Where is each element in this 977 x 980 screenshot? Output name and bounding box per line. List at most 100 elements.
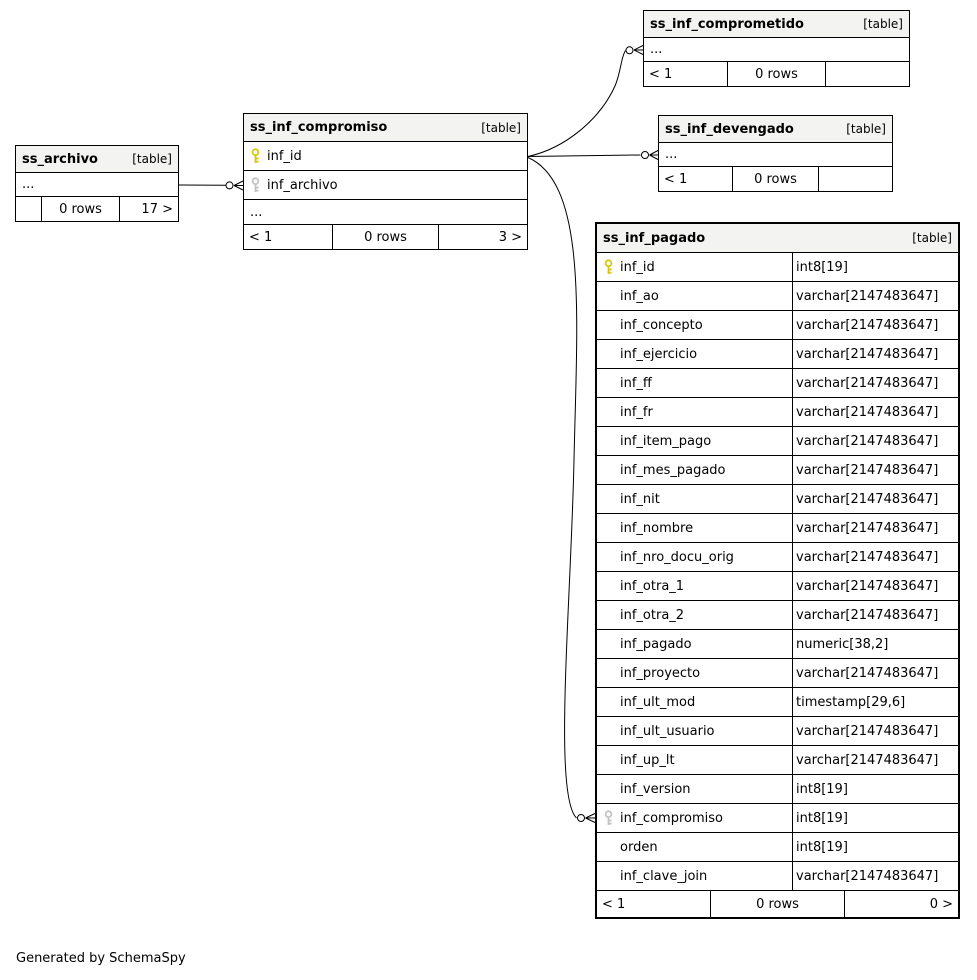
- column-type: timestamp[29,6]: [792, 688, 958, 716]
- zero-or-one-dot: [641, 151, 649, 159]
- column-name-cell: inf_ao: [597, 282, 792, 310]
- column-name-cell: inf_ff: [597, 369, 792, 397]
- table-header: ss_inf_comprometido [table]: [644, 11, 909, 38]
- table-name: ss_inf_devengado: [665, 121, 794, 137]
- column-name: inf_up_lt: [620, 752, 675, 768]
- column-type: varchar[2147483647]: [792, 311, 958, 339]
- related-tables-next: 17 >: [141, 201, 173, 217]
- column-row: inf_id: [244, 142, 527, 171]
- table-type-badge: [table]: [481, 120, 521, 135]
- table-node-ss_inf_comprometido[interactable]: ss_inf_comprometido [table] ... < 1 0 ro…: [643, 10, 910, 87]
- column-row: orden int8[19]: [597, 833, 958, 862]
- related-tables-prev: < 1: [649, 66, 673, 82]
- hidden-columns-ellipsis: ...: [644, 38, 909, 62]
- column-type: varchar[2147483647]: [792, 601, 958, 629]
- column-type: numeric[38,2]: [792, 630, 958, 658]
- column-name: inf_otra_1: [620, 578, 685, 594]
- table-header: ss_archivo [table]: [16, 146, 178, 173]
- table-name: ss_inf_compromiso: [250, 120, 388, 135]
- column-name-cell: inf_ult_mod: [597, 688, 792, 716]
- table-name: ss_inf_comprometido: [650, 16, 804, 32]
- column-name: inf_nit: [620, 491, 660, 507]
- column-name: inf_pagado: [620, 636, 692, 652]
- column-row: inf_ff varchar[2147483647]: [597, 369, 958, 398]
- edge-compromiso-to-pagado: [527, 157, 596, 823]
- column-type: varchar[2147483647]: [792, 514, 958, 542]
- column-row: inf_up_lt varchar[2147483647]: [597, 746, 958, 775]
- column-type: varchar[2147483647]: [792, 398, 958, 426]
- key-icon: [251, 177, 260, 192]
- column-type: varchar[2147483647]: [792, 485, 958, 513]
- column-name-cell: inf_up_lt: [597, 746, 792, 774]
- column-name-cell: inf_version: [597, 775, 792, 803]
- column-name: inf_mes_pagado: [620, 462, 726, 478]
- column-row: inf_nro_docu_orig varchar[2147483647]: [597, 543, 958, 572]
- column-name: inf_ult_usuario: [620, 723, 715, 739]
- column-row: inf_archivo: [244, 171, 527, 200]
- table-header: ss_inf_compromiso [table]: [244, 114, 527, 142]
- column-name-cell: inf_nombre: [597, 514, 792, 542]
- column-name-cell: inf_nit: [597, 485, 792, 513]
- key-icon: [251, 148, 260, 163]
- related-tables-prev: [16, 197, 41, 221]
- column-name-cell: inf_pagado: [597, 630, 792, 658]
- table-footer: < 1 0 rows 0 >: [597, 891, 958, 917]
- key-icon: [604, 810, 613, 825]
- column-type: varchar[2147483647]: [792, 543, 958, 571]
- related-tables-prev: < 1: [602, 896, 626, 912]
- column-row: inf_version int8[19]: [597, 775, 958, 804]
- table-footer: < 1 0 rows: [659, 167, 892, 191]
- crow-foot: [649, 150, 659, 160]
- column-row: inf_nit varchar[2147483647]: [597, 485, 958, 514]
- hidden-columns-ellipsis: ...: [16, 173, 178, 197]
- column-type: int8[19]: [792, 804, 958, 832]
- column-row: inf_ult_usuario varchar[2147483647]: [597, 717, 958, 746]
- column-type: varchar[2147483647]: [792, 746, 958, 774]
- column-type: varchar[2147483647]: [792, 659, 958, 687]
- column-name-cell: inf_concepto: [597, 311, 792, 339]
- column-name: inf_ao: [620, 288, 659, 304]
- table-node-ss_archivo[interactable]: ss_archivo [table] ... 0 rows 17 >: [15, 145, 179, 222]
- column-row: inf_clave_join varchar[2147483647]: [597, 862, 958, 891]
- crow-foot: [233, 180, 244, 191]
- column-name: inf_fr: [620, 404, 653, 420]
- edge-compromiso-to-devengado: [527, 150, 659, 160]
- column-row: inf_compromiso int8[19]: [597, 804, 958, 833]
- zero-or-one-dot: [625, 46, 634, 55]
- related-tables-next: 3 >: [498, 229, 522, 245]
- column-name: orden: [620, 839, 658, 855]
- column-type: int8[19]: [792, 253, 958, 281]
- related-tables-prev: < 1: [249, 229, 273, 245]
- column-row: inf_pagado numeric[38,2]: [597, 630, 958, 659]
- column-type: int8[19]: [792, 775, 958, 803]
- column-type: varchar[2147483647]: [792, 369, 958, 397]
- column-row: inf_mes_pagado varchar[2147483647]: [597, 456, 958, 485]
- column-name: inf_item_pago: [620, 433, 712, 449]
- column-name-cell: inf_mes_pagado: [597, 456, 792, 484]
- row-count: 0 rows: [726, 62, 827, 86]
- column-name-cell: inf_proyecto: [597, 659, 792, 687]
- table-node-ss_inf_devengado[interactable]: ss_inf_devengado [table] ... < 1 0 rows: [658, 115, 893, 192]
- crow-foot: [633, 45, 644, 55]
- zero-or-one-dot: [577, 814, 585, 822]
- column-name-cell: inf_id: [597, 253, 792, 281]
- column-name-cell: inf_compromiso: [597, 804, 792, 832]
- table-name: ss_inf_pagado: [603, 230, 706, 246]
- row-count: 0 rows: [332, 225, 439, 249]
- table-node-ss_inf_compromiso[interactable]: ss_inf_compromiso [table] inf_id: [243, 113, 528, 250]
- column-name: inf_ejercicio: [620, 346, 698, 362]
- table-header: ss_inf_devengado [table]: [659, 116, 892, 143]
- table-node-ss_inf_pagado[interactable]: ss_inf_pagado [table] inf_id int8[19]: [595, 222, 960, 919]
- column-row: inf_ult_mod timestamp[29,6]: [597, 688, 958, 717]
- column-name: inf_nombre: [620, 520, 694, 536]
- column-row: inf_concepto varchar[2147483647]: [597, 311, 958, 340]
- column-name: inf_archivo: [267, 177, 338, 193]
- row-count: 0 rows: [41, 197, 120, 221]
- table-header: ss_inf_pagado [table]: [597, 224, 958, 253]
- table-type-badge: [table]: [912, 231, 952, 245]
- key-icon: [604, 259, 613, 274]
- column-type: varchar[2147483647]: [792, 862, 958, 890]
- column-name: inf_proyecto: [620, 665, 701, 681]
